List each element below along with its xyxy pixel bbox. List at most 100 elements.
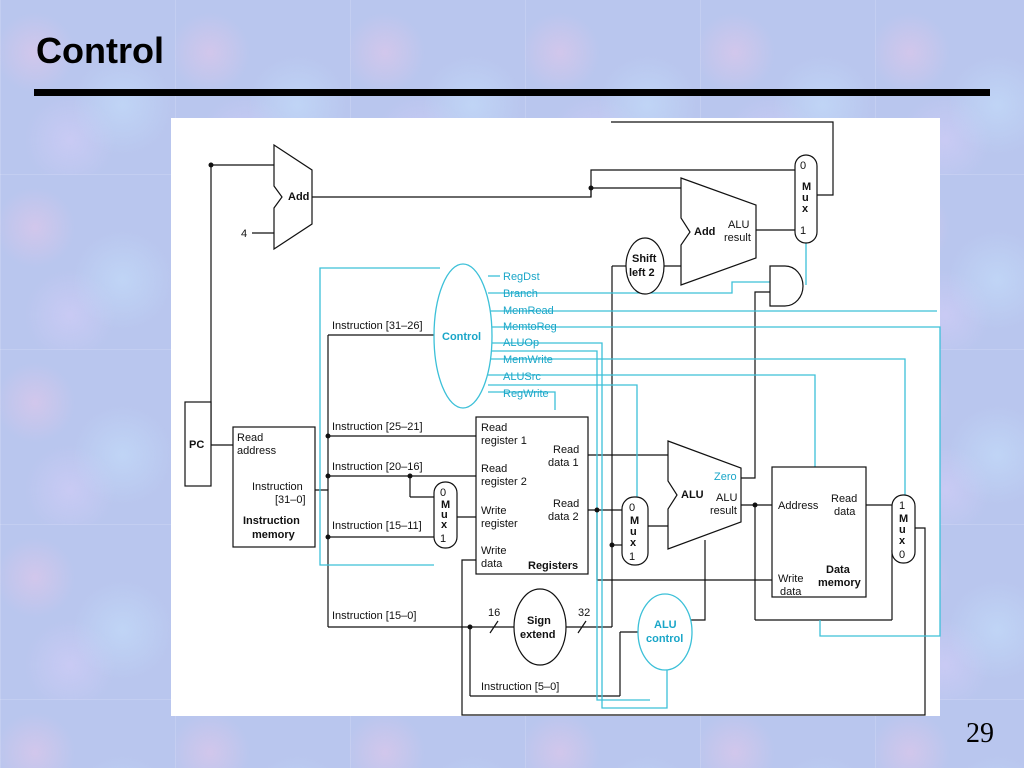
dmem-address: Address	[778, 500, 819, 512]
signal-regwrite: RegWrite	[503, 388, 549, 400]
control-wires	[319, 237, 941, 709]
main-alu: ALU Zero ALU result	[667, 440, 742, 550]
bits-32-label: 32	[578, 607, 590, 619]
register-file: Read register 1 Read register 2 Write re…	[475, 416, 589, 575]
imem-read-1: Read	[237, 432, 263, 444]
reg-write-b: register	[481, 518, 518, 530]
title-underline	[34, 89, 990, 96]
dmem-name-2: memory	[818, 577, 862, 589]
instr-31-26-label: Instruction [31–26]	[332, 320, 423, 332]
dmem-rd-b: data	[834, 506, 856, 518]
imem-name-1: Instruction	[243, 515, 300, 527]
mux-mr-1: 1	[899, 500, 905, 512]
imem-instr-2: [31–0]	[275, 494, 306, 506]
bus-slash-16	[489, 620, 499, 634]
bits-16-label: 16	[488, 607, 500, 619]
instr-25-21-label: Instruction [25–21]	[332, 421, 423, 433]
shift-text-2: left 2	[629, 267, 655, 279]
aluc-text-1: ALU	[654, 619, 677, 631]
mux-top-u: u	[802, 192, 809, 204]
branch-alu-text: ALU	[728, 219, 749, 231]
mux-mr-u: u	[899, 524, 906, 536]
shift-left-2: Shift left 2	[625, 237, 665, 295]
instruction-memory: Read address Instruction [31–0] Instruct…	[232, 426, 316, 548]
aluc-text-2: control	[646, 633, 683, 645]
pc-adder: Add	[273, 143, 313, 251]
control-signal-labels: RegDst Branch MemRead MemtoReg ALUOp Mem…	[503, 271, 557, 400]
sign-text-1: Sign	[527, 615, 551, 627]
control-label: Control	[442, 331, 481, 343]
registers-name: Registers	[528, 560, 578, 572]
branch-adder-label: Add	[694, 226, 715, 238]
memtoreg-mux: 1 M u x 0	[891, 494, 916, 564]
mux-rd-0: 0	[440, 487, 446, 499]
reg-rd2-a: Read	[553, 498, 579, 510]
branch-adder: Add ALU result	[680, 177, 757, 286]
alu-res-b: result	[710, 505, 737, 517]
signal-alusrc: ALUSrc	[503, 371, 541, 383]
pc-label: PC	[189, 439, 204, 451]
reg-rd1-b: data 1	[548, 457, 579, 469]
and-gate	[769, 265, 804, 307]
mux-top-m: M	[802, 181, 811, 193]
instr-15-11-label: Instruction [15–11]	[332, 520, 422, 532]
signal-branch: Branch	[503, 288, 538, 300]
reg-wdata-b: data	[481, 558, 503, 570]
reg-rd2-b: data 2	[548, 511, 579, 523]
shift-text-1: Shift	[632, 253, 657, 265]
regdst-mux: 0 M u x 1	[433, 481, 458, 549]
alu-control: ALU control	[637, 593, 693, 671]
pc-source-mux: 0 M u x 1	[794, 154, 818, 244]
sign-extend: Sign extend	[513, 588, 567, 666]
slide-title: Control	[36, 30, 164, 71]
dmem-name-1: Data	[826, 564, 851, 576]
bus-slash-32	[577, 620, 587, 634]
mux-top-1: 1	[800, 225, 806, 237]
mux-as-x: x	[630, 537, 637, 549]
mux-as-m: M	[630, 515, 639, 527]
reg-rd1-a: Read	[553, 444, 579, 456]
instr-15-0-label: Instruction [15–0]	[332, 610, 416, 622]
signal-memtoreg: MemtoReg	[503, 321, 557, 333]
instr-5-0-label: Instruction [5–0]	[481, 681, 559, 693]
pc-register: PC	[184, 401, 212, 487]
mux-rd-u: u	[441, 509, 448, 521]
instr-20-16-label: Instruction [20–16]	[332, 461, 423, 473]
mux-top-x: x	[802, 203, 809, 215]
alu-res-a: ALU	[716, 492, 737, 504]
mux-rd-1: 1	[440, 533, 446, 545]
imem-read-2: address	[237, 445, 277, 457]
sign-text-2: extend	[520, 629, 555, 641]
reg-read1-a: Read	[481, 422, 507, 434]
mux-mr-0: 0	[899, 549, 905, 561]
signal-aluop: ALUOp	[503, 337, 539, 349]
junction-dots	[208, 162, 758, 630]
signal-memwrite: MemWrite	[503, 354, 553, 366]
page-number: 29	[966, 718, 994, 749]
dmem-rd-a: Read	[831, 493, 857, 505]
mux-as-1: 1	[629, 551, 635, 563]
alu-label: ALU	[681, 489, 704, 501]
reg-wdata-a: Write	[481, 545, 506, 557]
dmem-wd-b: data	[780, 586, 802, 598]
mux-rd-x: x	[441, 519, 448, 531]
mux-mr-x: x	[899, 535, 906, 547]
mux-as-u: u	[630, 526, 637, 538]
reg-read2-a: Read	[481, 463, 507, 475]
signal-regdst: RegDst	[503, 271, 540, 283]
mux-rd-m: M	[441, 499, 450, 511]
const-4-label: 4	[241, 228, 247, 240]
control-unit: Control	[433, 263, 493, 409]
branch-result-text: result	[724, 232, 751, 244]
reg-read1-b: register 1	[481, 435, 527, 447]
mux-as-0: 0	[629, 502, 635, 514]
reg-write-a: Write	[481, 505, 506, 517]
imem-instr-1: Instruction	[252, 481, 303, 493]
mux-mr-m: M	[899, 513, 908, 525]
mux-top-0: 0	[800, 160, 806, 172]
signal-memread: MemRead	[503, 305, 554, 317]
zero-label: Zero	[714, 471, 737, 483]
pc-adder-label: Add	[288, 191, 309, 203]
reg-read2-b: register 2	[481, 476, 527, 488]
